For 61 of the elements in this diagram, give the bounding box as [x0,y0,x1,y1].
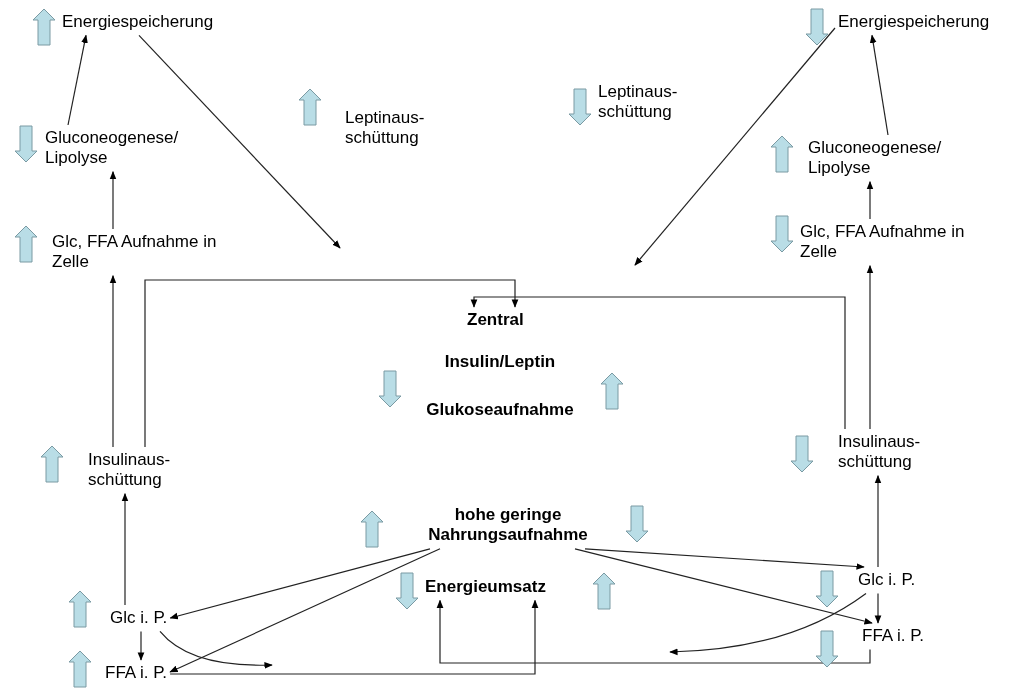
down-arrow-icon [395,572,419,610]
down-arrow-icon [815,570,839,608]
text-label: Glc i. P. [110,608,168,629]
down-arrow-icon [14,125,38,163]
arrow [436,599,871,664]
text-label: Glc i. P. [858,570,916,591]
up-arrow-icon [298,88,322,126]
text-label: FFA i. P. [862,626,925,647]
arrow [470,296,846,430]
arrow [866,180,874,220]
down-arrow-icon [378,370,402,408]
arrow [109,274,117,448]
arrow [634,27,836,266]
arrow [138,34,341,249]
text-label: Leptinaus- schüttung [598,82,693,123]
text-label: Insulin/Leptin [443,352,557,373]
up-arrow-icon [68,590,92,628]
down-arrow-icon [790,435,814,473]
text-label: hohe geringe Nahrungsaufnahme [423,505,593,546]
arrow [669,592,867,656]
up-arrow-icon [14,225,38,263]
arrow [67,34,88,126]
text-label: Energiespeicherung [838,12,990,33]
text-label: Insulinaus- schüttung [88,450,198,491]
arrow [869,34,889,136]
arrow [169,548,431,620]
arrow [169,599,539,675]
down-arrow-icon [805,8,829,46]
text-label: Gluconeogenese/ Lipolyse [808,138,953,179]
up-arrow-icon [40,445,64,483]
up-arrow-icon [770,135,794,173]
arrow [574,548,873,625]
text-label: Glc, FFA Aufnahme in Zelle [800,222,990,263]
text-label: Insulinaus- schüttung [838,432,948,473]
down-arrow-icon [770,215,794,253]
up-arrow-icon [32,8,56,46]
down-arrow-icon [568,88,592,126]
arrow [109,170,117,230]
up-arrow-icon [600,372,624,410]
text-label: Energieumsatz [425,577,546,598]
down-arrow-icon [625,505,649,543]
arrow [144,279,519,448]
arrow [169,548,441,673]
text-label: Glukoseaufnahme [425,400,575,421]
arrow [159,630,273,669]
text-label: Energiespeicherung [62,12,214,33]
arrow [584,548,865,570]
arrow [874,592,882,624]
arrow [121,492,129,606]
up-arrow-icon [360,510,384,548]
arrow [866,264,874,430]
text-label: Gluconeogenese/ Lipolyse [45,128,190,169]
arrow [137,630,145,661]
down-arrow-icon [815,630,839,668]
arrow [874,474,882,568]
text-label: Zentral [467,310,524,331]
text-label: Glc, FFA Aufnahme in Zelle [52,232,242,273]
text-label: Leptinaus- schüttung [345,108,440,149]
up-arrow-icon [68,650,92,688]
text-label: FFA i. P. [105,663,168,684]
up-arrow-icon [592,572,616,610]
